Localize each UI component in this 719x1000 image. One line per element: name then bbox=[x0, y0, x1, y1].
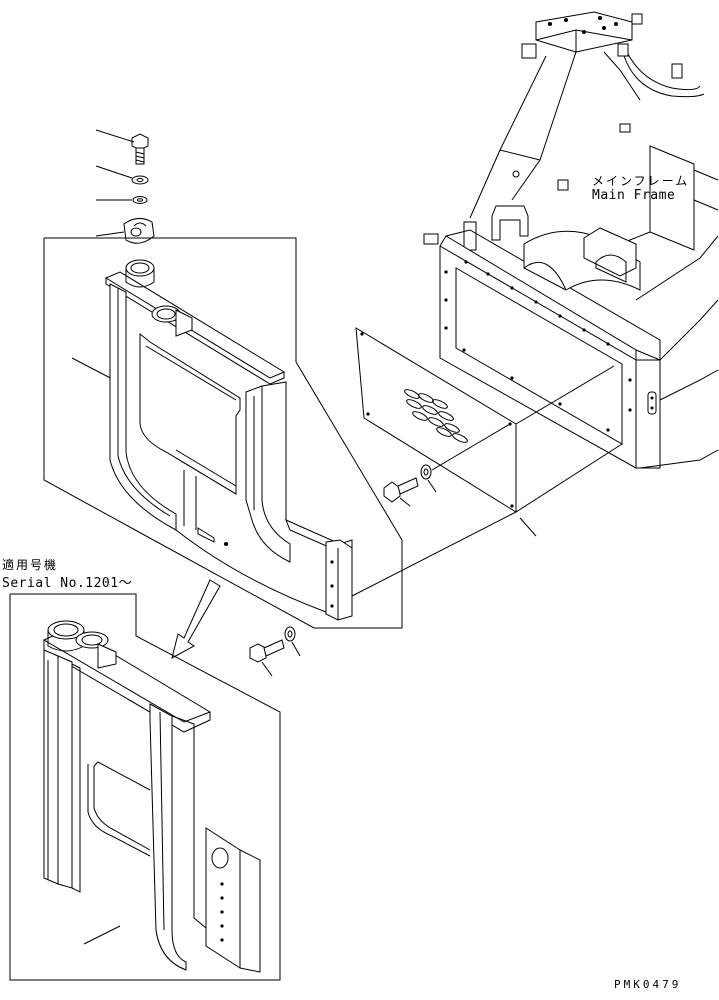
mount-rubber-icon bbox=[96, 218, 154, 243]
direction-arrow-icon bbox=[172, 580, 220, 658]
side-frame-alternate-icon bbox=[10, 594, 280, 980]
washer-icon bbox=[96, 166, 148, 184]
main-frame-icon bbox=[424, 12, 718, 468]
bolt-icon bbox=[384, 478, 418, 506]
washer-icon bbox=[421, 465, 436, 492]
main-frame-label-jp: メインフレーム bbox=[592, 174, 690, 188]
serial-label-en: Serial No.1201～ bbox=[2, 576, 133, 591]
serial-label-jp: 適用号機 bbox=[2, 558, 59, 572]
side-frame-icon bbox=[44, 238, 402, 628]
washer-icon bbox=[285, 627, 300, 656]
bolt-icon bbox=[96, 130, 148, 164]
bolt-icon bbox=[250, 640, 284, 676]
drawing-code: PMK0479 bbox=[614, 978, 682, 991]
spring-washer-icon bbox=[96, 197, 147, 204]
main-frame-label-en: Main Frame bbox=[592, 188, 676, 203]
